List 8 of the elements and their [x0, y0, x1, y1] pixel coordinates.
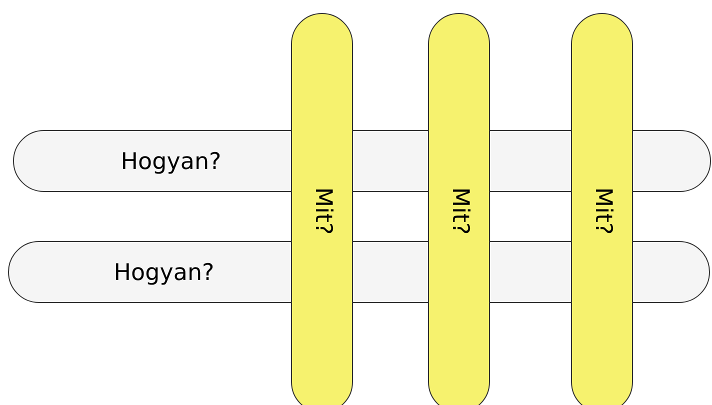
pill-label: Mit? — [310, 187, 336, 235]
vertical-pill — [291, 13, 353, 405]
pill-label: Hogyan? — [114, 260, 214, 286]
pill-label: Hogyan? — [120, 149, 222, 175]
pill-label: Mit? — [590, 187, 616, 235]
vertical-pill — [428, 13, 490, 405]
vertical-pill — [571, 13, 633, 405]
pill-label: Mit? — [447, 187, 473, 235]
